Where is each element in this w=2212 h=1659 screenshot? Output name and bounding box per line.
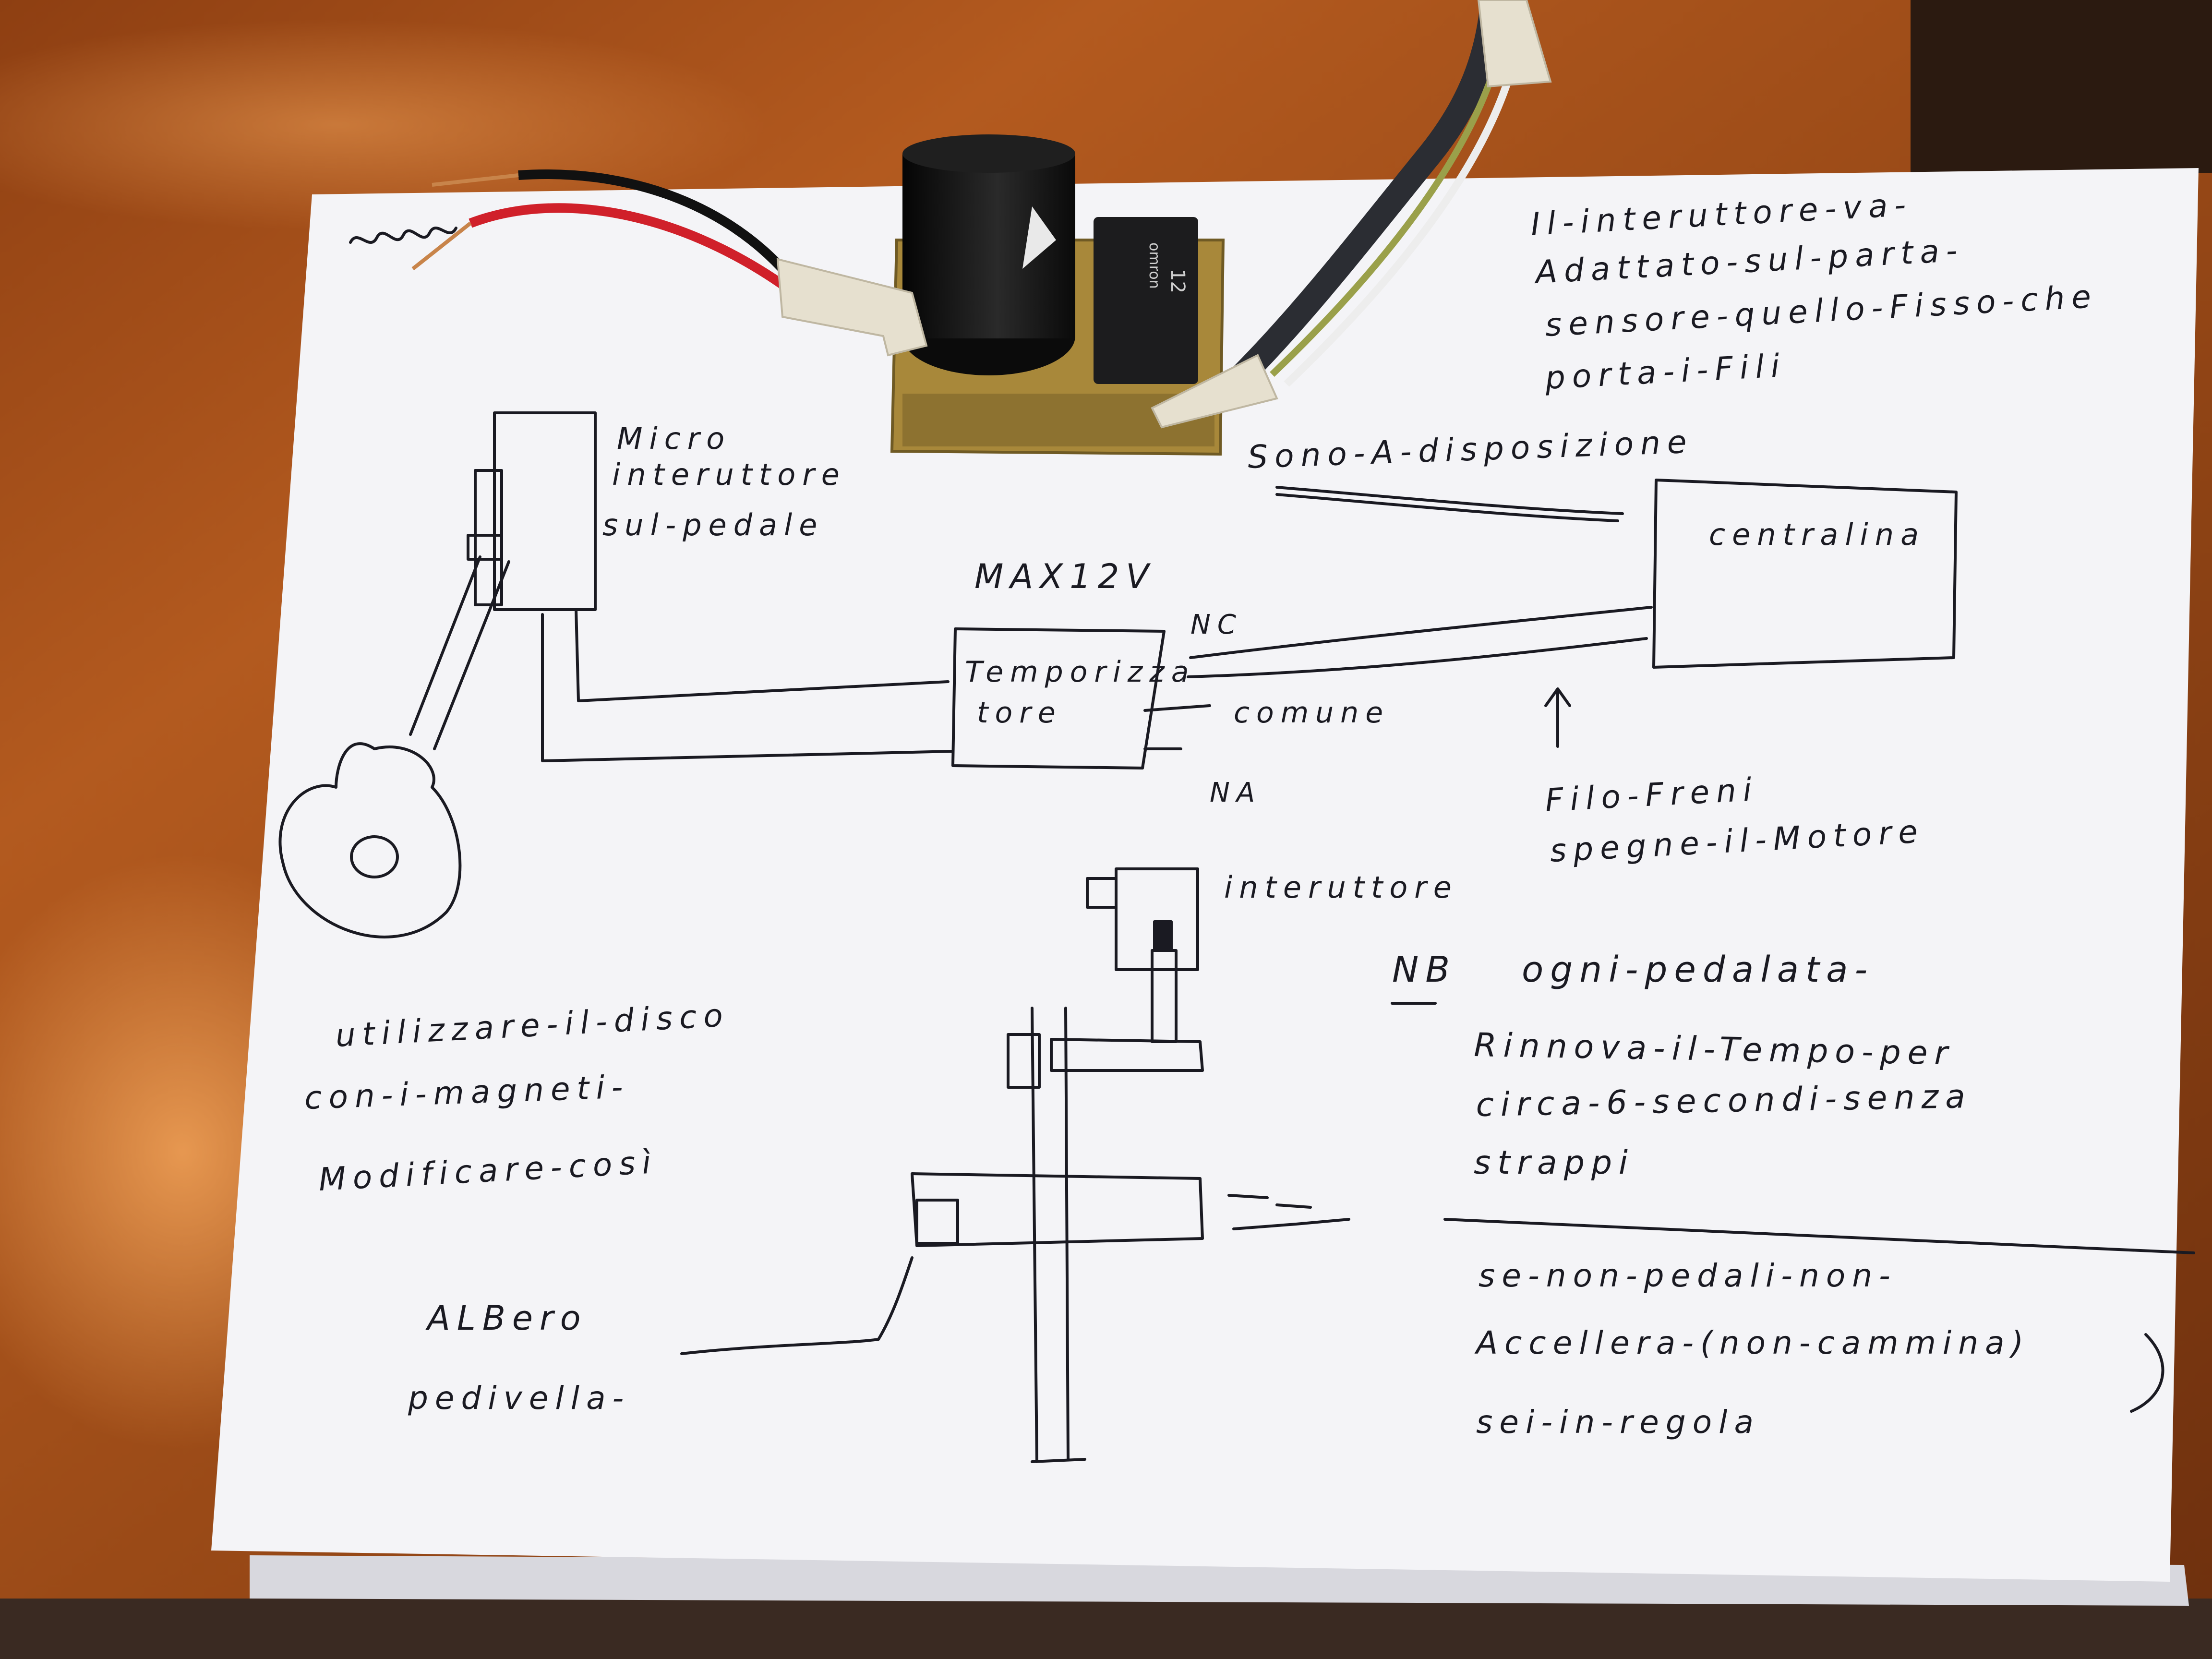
disc-hole (350, 835, 399, 878)
label-max-12v: MAX12V (974, 557, 1155, 596)
label-tore: tore (977, 696, 1062, 730)
separator-line (1443, 1218, 2195, 1254)
note-rinnova-3: strappi (1474, 1144, 1635, 1182)
black-wire (518, 169, 786, 272)
label-nc: NC (1190, 609, 1243, 640)
tape-right-bottom (1151, 354, 1278, 429)
timer-box (951, 627, 1166, 769)
label-na: NA (1210, 777, 1262, 808)
disc-outline (278, 742, 462, 938)
comune-stub (1143, 704, 1211, 712)
label-comune: comune (1234, 696, 1390, 730)
interruptor-tab (1086, 877, 1118, 909)
note-albero-2: pedivella- (408, 1380, 630, 1417)
note-nb-text: ogni-pedalata- (1522, 949, 1874, 990)
lower-clip (915, 1199, 959, 1245)
capacitor-top (902, 134, 1075, 173)
underline-sono (1275, 486, 1624, 515)
label-centralina: centralina (1709, 517, 1925, 552)
arrow-up (1544, 687, 1571, 748)
label-micro-3: sul-pedale (602, 507, 824, 542)
arm-line-1 (409, 555, 481, 736)
left-clip (1007, 1033, 1041, 1089)
upper-bar (1050, 1038, 1204, 1072)
note-se-non-3: sei-in-regola (1476, 1404, 1760, 1441)
albero-leader (680, 1256, 914, 1355)
label-interuttore: interuttore (1224, 870, 1458, 905)
nc-wire-lower (1187, 637, 1648, 678)
relay-brand: omron (1146, 242, 1163, 289)
cable-white (1284, 66, 1516, 387)
interruptor-box (1115, 867, 1199, 971)
note-se-non-1: se-non-pedali-non- (1479, 1257, 1897, 1294)
relay (1094, 217, 1198, 384)
cable-yellow-green (1270, 57, 1501, 377)
lower-bar (911, 1172, 1204, 1247)
note-rinnova-2: circa-6-secondi-senza (1476, 1078, 1972, 1124)
red-wire (469, 203, 790, 292)
wire-strand-top (432, 173, 519, 187)
micro-switch-box (493, 411, 597, 611)
ink-drawing (278, 227, 2195, 1463)
note-rinnova-1: Rinnova-il-Tempo-per (1474, 1026, 1955, 1072)
interruptor-magnet (1153, 920, 1173, 952)
wire-switch-timer-1 (575, 608, 950, 702)
paper-sheet (211, 168, 2199, 1582)
scribble-mark (349, 227, 457, 244)
dark-corner (1911, 0, 2212, 173)
floor-shadow (0, 1599, 2212, 1659)
note-se-non-2: Accellera-(non-cammina) (1474, 1324, 2030, 1361)
centralina-box (1652, 479, 1958, 669)
arm-line-2 (433, 560, 510, 750)
vertical-shaft (1031, 1007, 1086, 1463)
wire-switch-timer-2 (541, 613, 954, 762)
tape-left (776, 258, 928, 357)
nc-wire-upper (1189, 606, 1653, 659)
relay-value: 12 (1166, 269, 1189, 293)
note-nb: NB (1392, 949, 1456, 990)
note-albero-1: ALBero (425, 1298, 588, 1338)
label-temporizza: Temporizza (965, 655, 1196, 689)
tape-right-top (1477, 0, 1552, 88)
micro-switch-button (467, 534, 503, 561)
motion-lines (1227, 1194, 1350, 1230)
cable-sleeve (1229, 0, 1505, 388)
label-micro-1: Micro (617, 421, 731, 456)
capacitor-body (902, 154, 1075, 338)
wire-strand-bottom (411, 221, 472, 271)
underline-sono-2 (1275, 493, 1619, 522)
label-micro-2: interuttore (612, 457, 846, 492)
bracket-close (2130, 1333, 2164, 1413)
capacitor-glare (1022, 206, 1056, 269)
